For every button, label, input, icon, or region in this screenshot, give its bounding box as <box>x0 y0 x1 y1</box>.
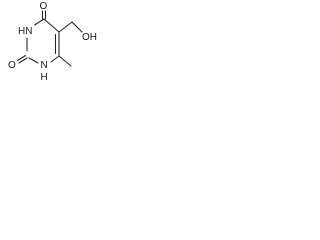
bond-n1-c6 <box>50 55 60 63</box>
atom-o-left: O <box>8 60 16 71</box>
bond-c5-ch2 <box>58 21 73 33</box>
bond-c4-n3 <box>33 18 45 26</box>
atom-n-bottom: N <box>41 60 48 71</box>
bond-c2-o-left <box>18 57 28 64</box>
atom-hn-left: HN <box>18 26 32 37</box>
atom-labels: O HN OH O N H <box>8 1 97 83</box>
bond-c2-o-left-2 <box>16 54 27 62</box>
atom-o-top: O <box>40 1 48 12</box>
substituent-bonds <box>16 10 83 67</box>
structural-formula: O HN OH O N H <box>8 1 97 83</box>
bond-c5-c4 <box>43 18 60 33</box>
bond-ch2-oh <box>71 21 83 33</box>
atom-oh-right: OH <box>82 32 97 43</box>
bond-c6-ch3 <box>58 55 72 67</box>
ring-bonds <box>26 18 60 64</box>
bond-c2-n1 <box>28 57 39 64</box>
atom-h-bottom: H <box>41 72 48 83</box>
